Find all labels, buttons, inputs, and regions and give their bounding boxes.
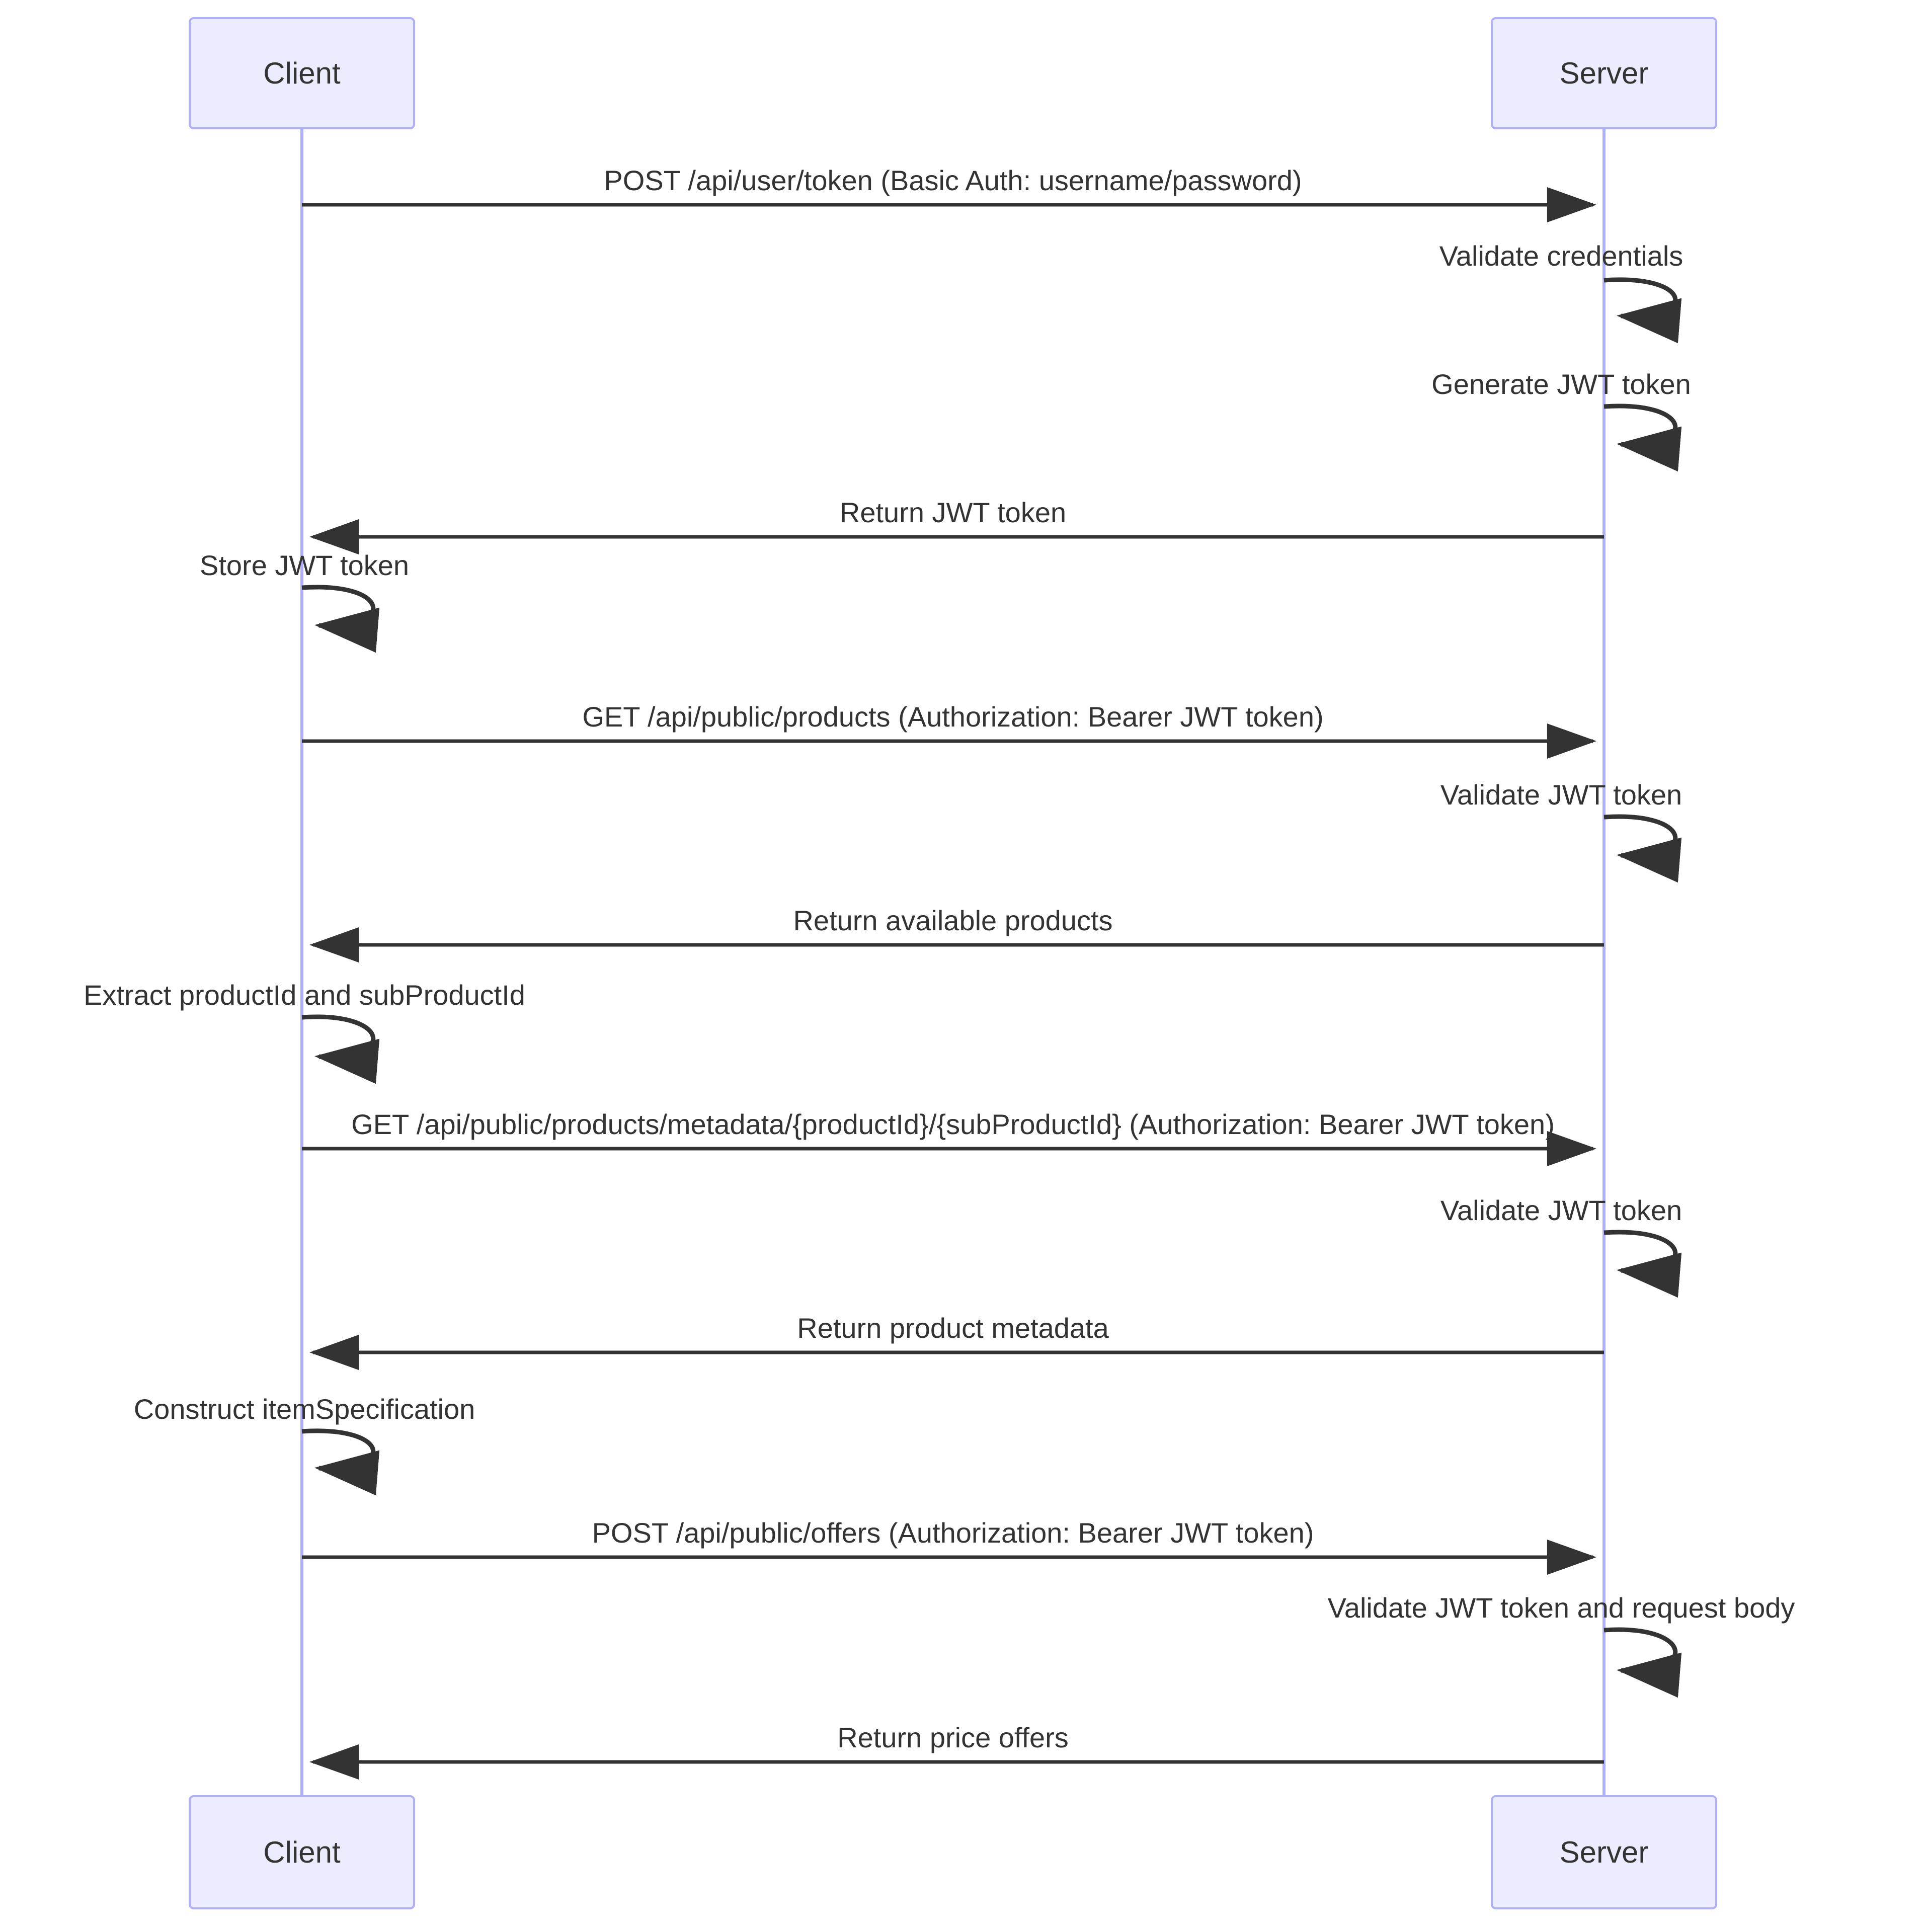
actor-label-client-bottom: Client (263, 1835, 341, 1869)
message-label-3: Generate JWT token (1431, 368, 1691, 400)
actor-box-client-top[interactable]: Client (189, 17, 415, 129)
self-message-loop-3 (1603, 404, 1682, 472)
self-message-loop-9 (301, 1014, 380, 1084)
self-message-loop-7 (1603, 814, 1682, 883)
message-label-10: GET /api/public/products/metadata/{produ… (351, 1108, 1555, 1140)
self-message-loop-13 (301, 1428, 380, 1496)
self-message-loop-5 (301, 585, 380, 653)
message-label-14: POST /api/public/offers (Authorization: … (592, 1517, 1314, 1549)
actor-box-server-bottom[interactable]: Server (1491, 1795, 1717, 1909)
message-label-12: Return product metadata (797, 1312, 1109, 1344)
actor-box-client-bottom[interactable]: Client (189, 1795, 415, 1909)
message-label-5: Store JWT token (199, 549, 410, 581)
message-label-6: GET /api/public/products (Authorization:… (582, 701, 1324, 733)
message-label-9: Extract productId and subProductId (84, 979, 525, 1011)
self-message-loop-2 (1603, 277, 1682, 344)
message-label-2: Validate credentials (1439, 240, 1683, 272)
message-label-7: Validate JWT token (1440, 779, 1682, 811)
actor-label-server-bottom: Server (1559, 1835, 1649, 1869)
self-message-loop-15 (1603, 1627, 1682, 1698)
message-label-16: Return price offers (837, 1722, 1069, 1753)
arrows-group (301, 187, 1682, 1780)
actor-label-server-top: Server (1559, 56, 1649, 90)
message-label-8: Return available products (793, 905, 1113, 936)
actor-label-client-top: Client (263, 56, 341, 90)
lifelines-group (300, 129, 1606, 1795)
message-label-11: Validate JWT token (1440, 1194, 1682, 1226)
message-label-4: Return JWT token (839, 497, 1067, 528)
self-message-loop-11 (1603, 1230, 1682, 1298)
actor-box-server-top[interactable]: Server (1491, 17, 1717, 129)
message-label-15: Validate JWT token and request body (1327, 1592, 1795, 1624)
message-label-13: Construct itemSpecification (133, 1393, 475, 1425)
message-label-1: POST /api/user/token (Basic Auth: userna… (604, 165, 1302, 196)
